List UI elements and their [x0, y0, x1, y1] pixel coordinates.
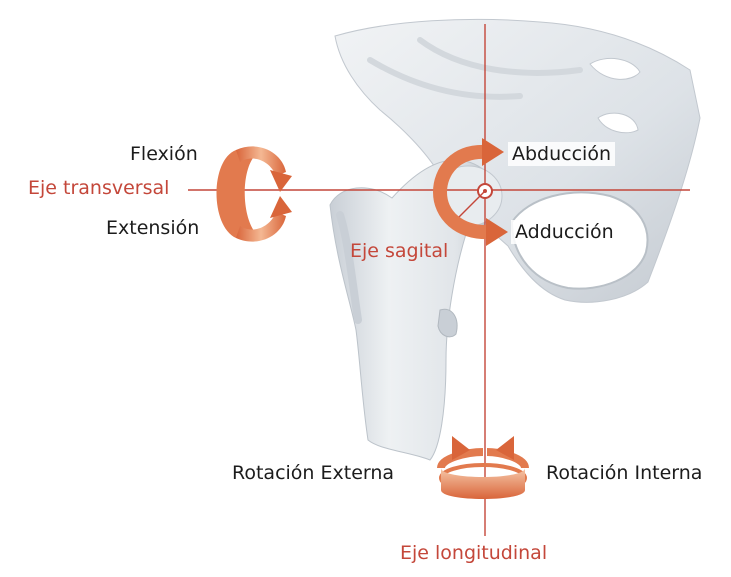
lesser-trochanter: [438, 309, 457, 337]
adduction-label: Adducción: [511, 220, 618, 244]
internal-rotation-label: Rotación Interna: [546, 462, 702, 484]
external-rotation-label: Rotación Externa: [232, 462, 394, 484]
curved-rotation-arrow-icon: [217, 146, 293, 241]
sagittal-axis-label: Eje sagital: [350, 240, 448, 262]
extension-label: Extensión: [106, 217, 199, 239]
abduction-label: Abducción: [508, 142, 615, 166]
longitudinal-axis-label: Eje longitudinal: [400, 542, 547, 564]
horizontal-rotation-ring-icon: [441, 436, 525, 499]
flexion-label: Flexión: [130, 143, 198, 165]
transverse-axis-label: Eje transversal: [28, 177, 169, 199]
